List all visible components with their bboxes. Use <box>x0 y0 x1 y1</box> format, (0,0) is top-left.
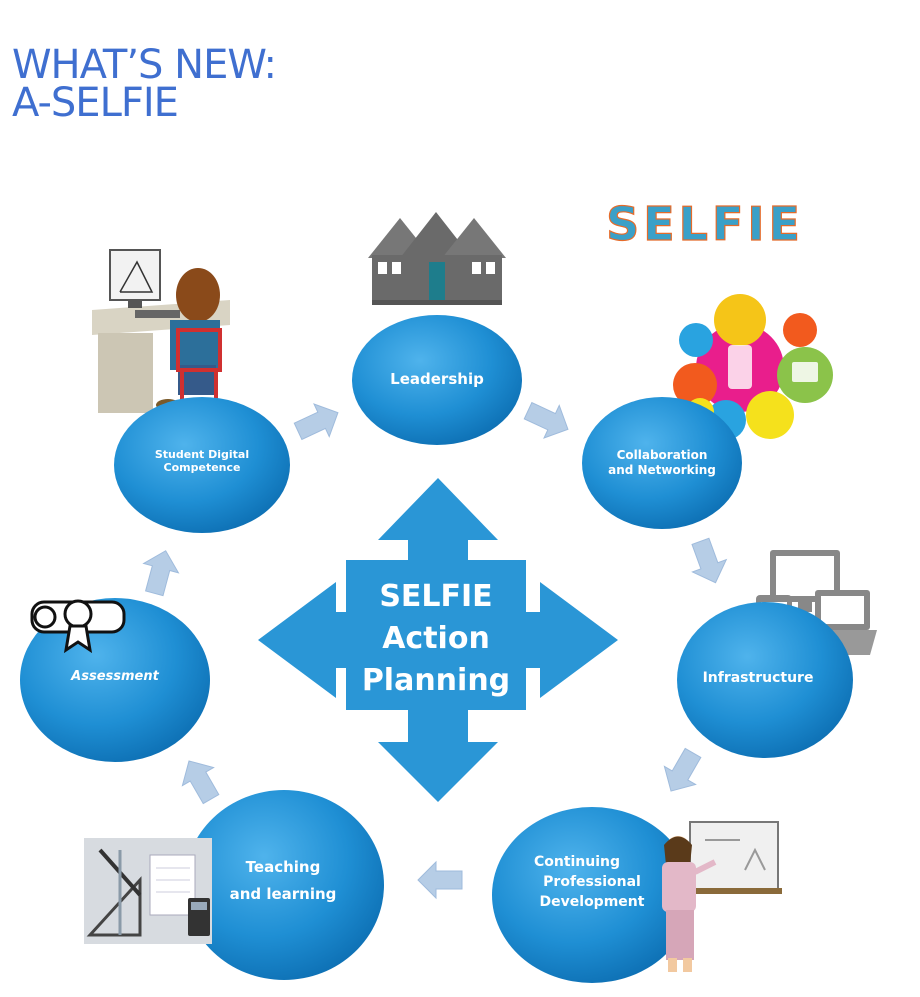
title-line-2: A-SELFIE <box>12 80 179 126</box>
node-infrastructure: Infrastructure <box>677 602 853 758</box>
node-label-assessment: Assessment <box>70 669 159 684</box>
center-four-way-arrow: SELFIE Action Planning <box>258 478 618 802</box>
school-building-icon <box>368 212 506 305</box>
connector-arrow-cpd-teaching <box>417 860 463 900</box>
node-teaching: Teaching and learning <box>184 790 384 980</box>
connector-arrow-student-leadership <box>293 403 339 441</box>
social-network-icons <box>673 294 833 440</box>
title-line-1: WHAT’S NEW: <box>12 42 277 88</box>
node-label-collaboration-line-1: Collaboration <box>617 448 708 462</box>
node-label-cpd-line-1: Continuing <box>534 854 620 870</box>
connector-arrow-infrastructure-cpd <box>663 747 702 792</box>
node-label-collaboration-line-2: and Networking <box>608 463 716 477</box>
page-title: WHAT’S NEW: A-SELFIE <box>12 42 277 126</box>
node-label-student-line-2: Competence <box>164 461 241 474</box>
node-collaboration: Collaboration and Networking <box>582 397 742 529</box>
connector-arrow-teaching-assessment <box>181 760 220 805</box>
diploma-icon <box>30 599 126 654</box>
connector-arrow-collaboration-infrastructure <box>691 537 728 584</box>
connector-arrow-assessment-student <box>142 550 180 597</box>
node-label-cpd-line-3: Development <box>540 894 645 910</box>
selfie-logo: SELFIE <box>585 196 825 252</box>
node-label-infrastructure: Infrastructure <box>703 670 814 686</box>
node-label-teaching-line-2: and learning <box>230 885 337 903</box>
selfie-logo-text: SELFIE <box>606 197 804 251</box>
node-label-teaching-line-1: Teaching <box>246 858 321 876</box>
connector-arrow-leadership-collaboration <box>523 401 569 439</box>
center-label-line-1: SELFIE <box>379 579 492 614</box>
teacher-illustration <box>662 821 782 972</box>
node-cpd: Continuing Professional Development <box>492 807 692 983</box>
node-label-cpd-line-2: Professional <box>543 874 641 890</box>
center-label-line-2: Action <box>382 621 490 656</box>
student-computer-illustration <box>92 249 230 420</box>
node-leadership: Leadership <box>352 315 522 445</box>
node-label-leadership: Leadership <box>390 370 484 388</box>
node-label-student-line-1: Student Digital <box>155 448 249 461</box>
center-label-line-3: Planning <box>362 663 510 698</box>
stationery-illustration <box>84 838 212 944</box>
node-student-digital-competence: Student Digital Competence <box>114 397 290 533</box>
